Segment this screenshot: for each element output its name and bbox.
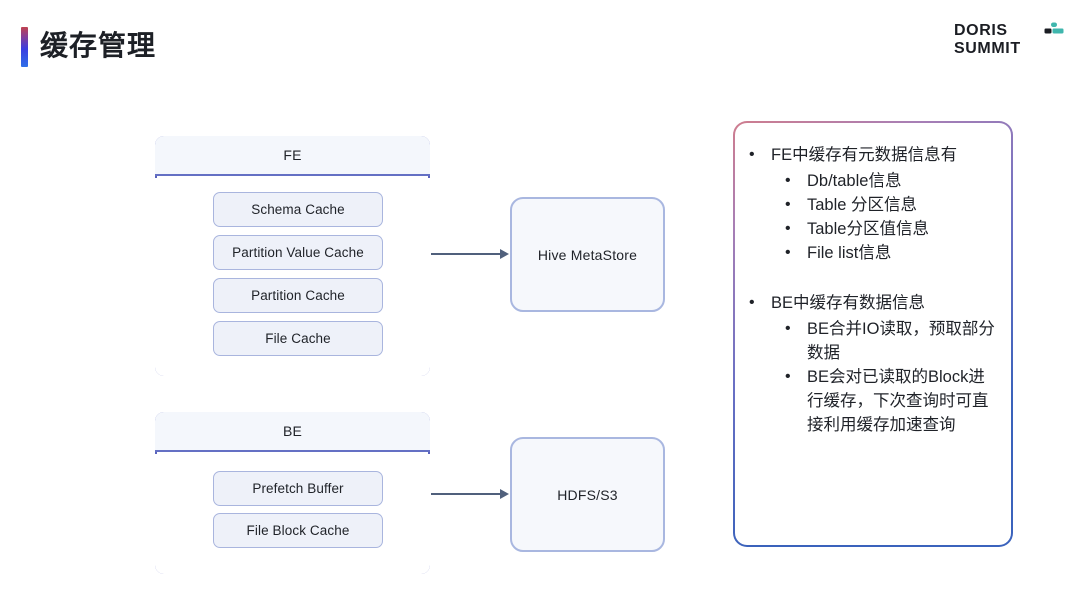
slide-header: 缓存管理 DORIS SUMMIT <box>0 0 1080 95</box>
fe-node-container: FE Schema Cache Partition Value Cache Pa… <box>155 136 430 376</box>
bullet-text: Table 分区信息 <box>807 196 918 214</box>
bullet-dot-icon: • <box>785 220 791 237</box>
page-title: 缓存管理 <box>40 30 157 61</box>
bullet-dot-icon: • <box>785 320 791 337</box>
cache-box-label: File Cache <box>265 331 331 346</box>
info-panel: • FE中缓存有元数据信息有 • Db/table信息 • Table 分区信息… <box>733 121 1013 547</box>
arrow-line-fe-to-hive-metastore <box>431 253 503 255</box>
arrow-line-be-to-hdfs-s3 <box>431 493 503 495</box>
bullet-item-table-partition-info: • Table 分区信息 <box>747 193 1001 217</box>
bullet-dot-icon: • <box>785 368 791 385</box>
arrow-head-fe-to-hive-metastore <box>500 249 509 259</box>
brand-logo: DORIS SUMMIT <box>954 22 1064 68</box>
cache-box-label: File Block Cache <box>246 523 350 538</box>
bullet-dot-icon: • <box>785 244 791 261</box>
cache-box-file-cache[interactable]: File Cache <box>213 321 383 356</box>
bullet-text: Table分区值信息 <box>807 220 929 238</box>
info-panel-content: • FE中缓存有元数据信息有 • Db/table信息 • Table 分区信息… <box>747 143 1001 535</box>
storage-box-label: Hive MetaStore <box>537 246 638 263</box>
fe-node-header: FE <box>155 136 430 176</box>
bullet-text: FE中缓存有元数据信息有 <box>771 146 958 164</box>
cache-box-label: Partition Cache <box>251 288 345 303</box>
bullet-item-be-merge-io: • BE合并IO读取，预取部分数据 <box>747 317 1001 365</box>
bullet-text: BE会对已读取的Block进行缓存，下次查询时可直接利用缓存加速查询 <box>807 368 989 434</box>
bullet-group-spacer <box>747 265 1001 291</box>
bullet-text: BE中缓存有数据信息 <box>771 294 926 312</box>
bullet-text: Db/table信息 <box>807 172 902 190</box>
cache-box-label: Schema Cache <box>251 202 345 217</box>
be-node-header: BE <box>155 412 430 452</box>
bullet-dot-icon: • <box>785 172 791 189</box>
bullet-dot-icon: • <box>749 294 755 311</box>
cache-box-label: Partition Value Cache <box>232 245 364 260</box>
bullet-item-be-data: • BE中缓存有数据信息 <box>747 291 1001 315</box>
brand-name-line1: DORIS <box>954 22 1008 39</box>
cache-box-schema-cache[interactable]: Schema Cache <box>213 192 383 227</box>
bullet-item-be-block-cache: • BE会对已读取的Block进行缓存，下次查询时可直接利用缓存加速查询 <box>747 365 1001 437</box>
bullet-dot-icon: • <box>785 196 791 213</box>
bullet-item-file-list-info: • File list信息 <box>747 241 1001 265</box>
brand-name-line2: SUMMIT <box>954 40 1021 57</box>
fe-node-title: FE <box>283 147 302 163</box>
bullet-item-table-partition-value-info: • Table分区值信息 <box>747 217 1001 241</box>
title-accent-bar <box>21 27 28 67</box>
storage-box-label: HDFS/S3 <box>557 486 618 503</box>
cache-box-prefetch-buffer[interactable]: Prefetch Buffer <box>213 471 383 506</box>
cache-box-partition-cache[interactable]: Partition Cache <box>213 278 383 313</box>
bullet-dot-icon: • <box>749 146 755 163</box>
doris-summit-mark-icon <box>1044 22 1064 34</box>
storage-box-hive-metastore[interactable]: Hive MetaStore <box>510 197 665 312</box>
bullet-text: File list信息 <box>807 244 892 262</box>
be-node-container: BE Prefetch Buffer File Block Cache <box>155 412 430 574</box>
arrow-head-be-to-hdfs-s3 <box>500 489 509 499</box>
bullet-text: BE合并IO读取，预取部分数据 <box>807 320 995 362</box>
bullet-item-db-table-info: • Db/table信息 <box>747 169 1001 193</box>
cache-box-file-block-cache[interactable]: File Block Cache <box>213 513 383 548</box>
be-node-title: BE <box>282 423 303 439</box>
cache-box-label: Prefetch Buffer <box>252 481 344 496</box>
bullet-item-fe-metadata: • FE中缓存有元数据信息有 <box>747 143 1001 167</box>
cache-box-partition-value-cache[interactable]: Partition Value Cache <box>213 235 383 270</box>
storage-box-hdfs-s3[interactable]: HDFS/S3 <box>510 437 665 552</box>
